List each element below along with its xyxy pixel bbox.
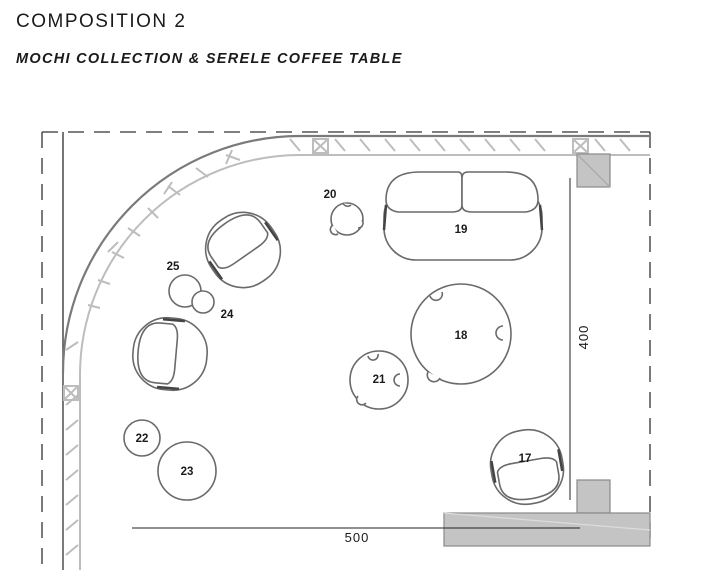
- item-label-21: 21: [373, 374, 386, 386]
- width-dimension-label: 500: [345, 530, 370, 545]
- dimension-lines: [132, 178, 580, 529]
- item-label-25: 25: [167, 261, 180, 273]
- sofa-19: [382, 171, 544, 261]
- depth-dimension-label: 400: [576, 325, 591, 350]
- item-label-20: 20: [324, 189, 337, 201]
- item-label-24: 24: [221, 309, 234, 321]
- curved-partition: [61, 134, 650, 570]
- side-table-24: [191, 290, 215, 314]
- item-label-22: 22: [136, 433, 149, 445]
- side-table-22: [123, 419, 161, 457]
- armchair-17: [489, 428, 565, 506]
- side-table-21: [349, 350, 409, 410]
- partition-hatching: [63, 138, 631, 556]
- wall-structures: [443, 153, 651, 547]
- item-label-19: 19: [455, 224, 468, 236]
- side-table-20: [329, 202, 364, 236]
- item-label-18: 18: [455, 330, 468, 342]
- item-label-17: 17: [519, 453, 532, 465]
- armchair-top: [204, 211, 282, 289]
- item-label-23: 23: [181, 466, 194, 478]
- room-boundary: [41, 131, 651, 570]
- page-title: COMPOSITION 2: [16, 11, 187, 32]
- armchair-left: [132, 316, 208, 392]
- side-table-23: [157, 441, 217, 501]
- coffee-table-18: [410, 283, 512, 385]
- page-subtitle: MOCHI COLLECTION & SERELE COFFEE TABLE: [16, 51, 403, 67]
